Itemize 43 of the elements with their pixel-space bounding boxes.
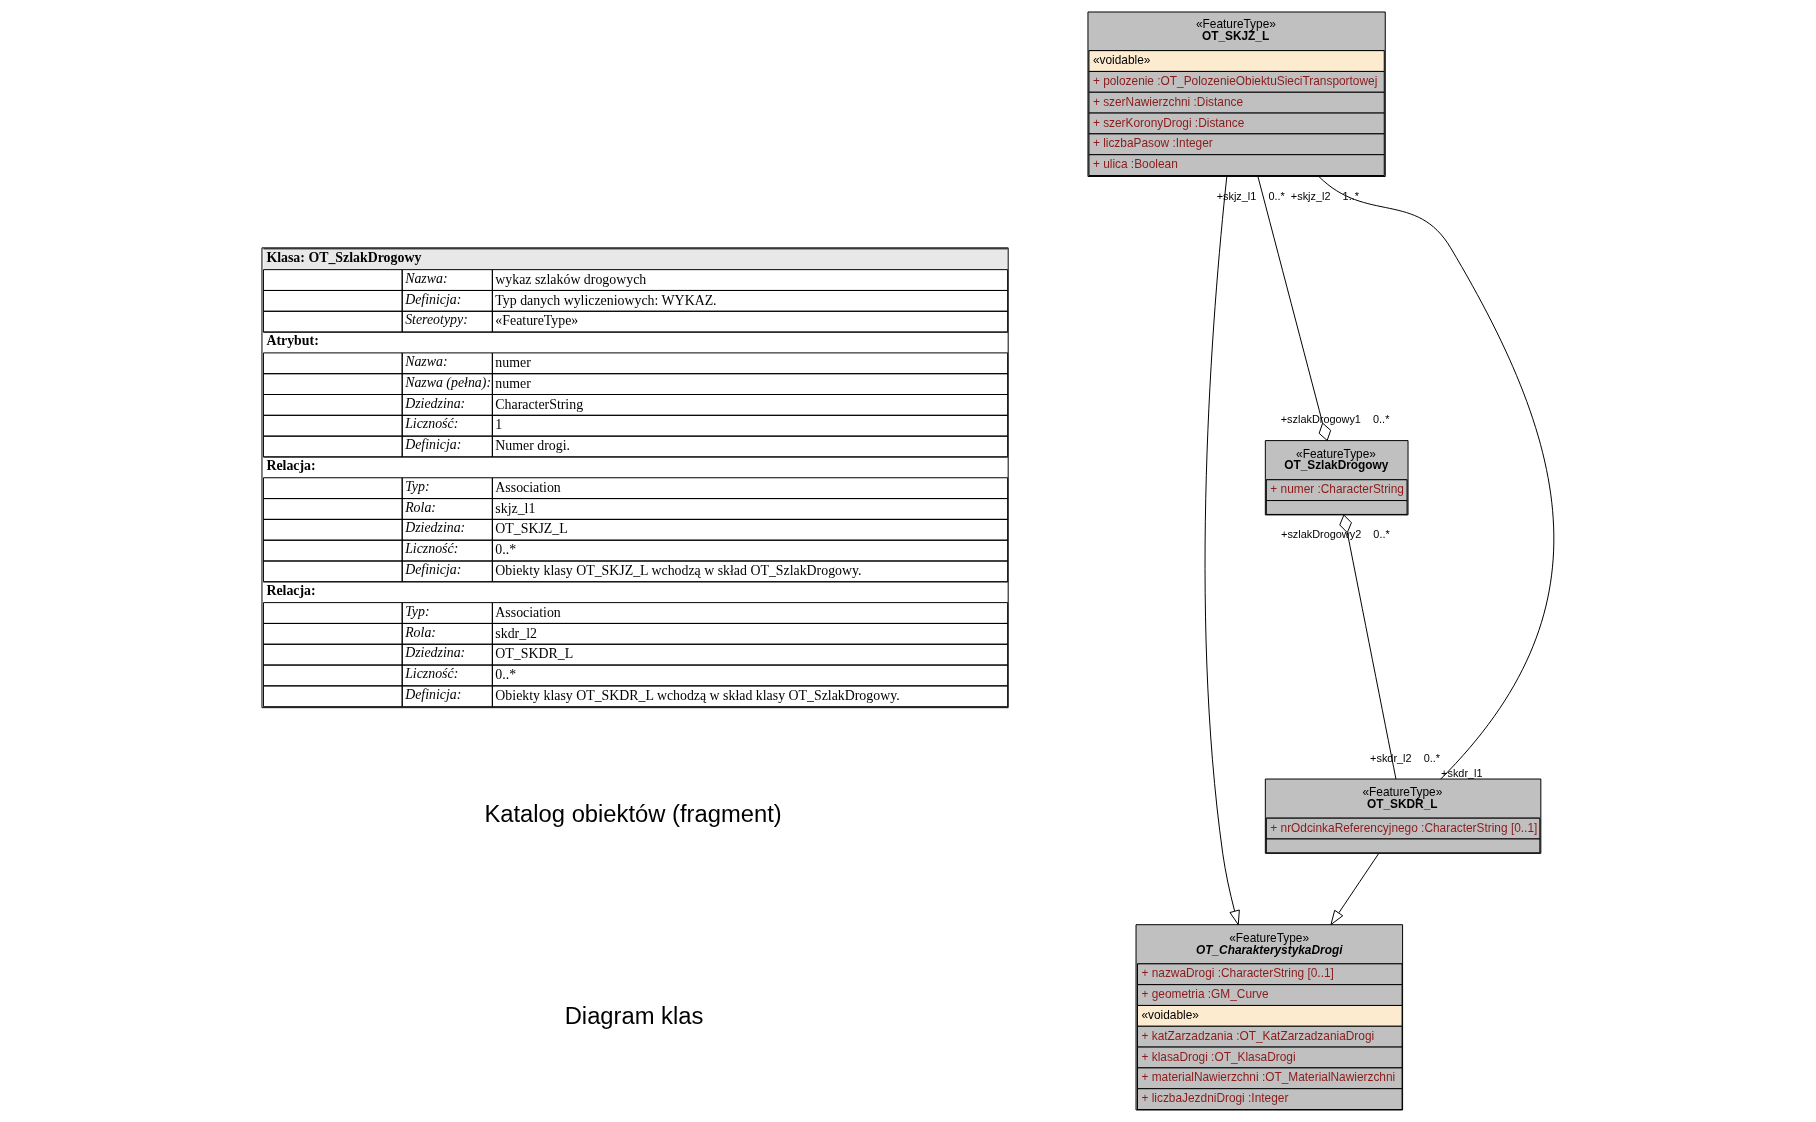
label: Katalog obiektów (fragment) (484, 800, 782, 828)
label: Liczność: (405, 666, 459, 682)
label: Definicja: (405, 437, 462, 453)
label: Klasa: OT_SzlakDrogowy (266, 249, 422, 265)
label: Relacja: (266, 582, 316, 598)
label: Rola: (405, 624, 436, 640)
label: Definicja: (405, 686, 462, 702)
label: 0..* (495, 667, 517, 683)
label: numer (495, 375, 531, 391)
label: Definicja: (405, 562, 462, 578)
label: wykaz szlaków drogowych (495, 271, 647, 287)
label: 1 (495, 417, 503, 433)
label: numer (495, 354, 531, 370)
label: OT_SKDR_L (495, 646, 574, 662)
label: Typ: (405, 478, 430, 494)
label: Nazwa: (405, 353, 448, 369)
label: Liczność: (405, 541, 459, 557)
label: OT_SKJZ_L (495, 521, 568, 537)
label: Association (495, 604, 561, 620)
label: Typ: (405, 603, 430, 619)
label: Numer drogi. (495, 438, 571, 454)
label: skjz_l1 (495, 500, 536, 516)
label: Nazwa: (405, 270, 448, 286)
label: Dziedzina: (405, 645, 466, 661)
label: +skjz_l1 0..* (1216, 189, 1285, 202)
label: Dziedzina: (405, 520, 466, 536)
label: Obiekty klasy OT_SKJZ_L wchodzą w skład OT_SzlakDrogowy. (495, 563, 862, 579)
label: Relacja: (266, 458, 316, 474)
label: Nazwa (pełna): (405, 374, 492, 390)
label: skdr_l2 (495, 625, 537, 641)
label: 0..* (495, 542, 517, 558)
label: Typ danych wyliczeniowych: WYKAZ. (495, 292, 717, 308)
label: «FeatureType» (495, 313, 579, 329)
label: Association (495, 479, 561, 495)
label: Obiekty klasy OT_SKDR_L wchodzą w skład klasy OT_SzlakDrogowy. (495, 687, 900, 703)
label: Atrybut: (266, 333, 319, 349)
label: Stereotypy: (405, 312, 468, 328)
label: Liczność: (405, 416, 459, 432)
label: Definicja: (405, 291, 462, 307)
label: Dziedzina: (405, 395, 466, 411)
label: Rola: (405, 499, 436, 515)
label: Diagram klas (564, 1001, 704, 1029)
label: CharacterString (495, 396, 584, 412)
